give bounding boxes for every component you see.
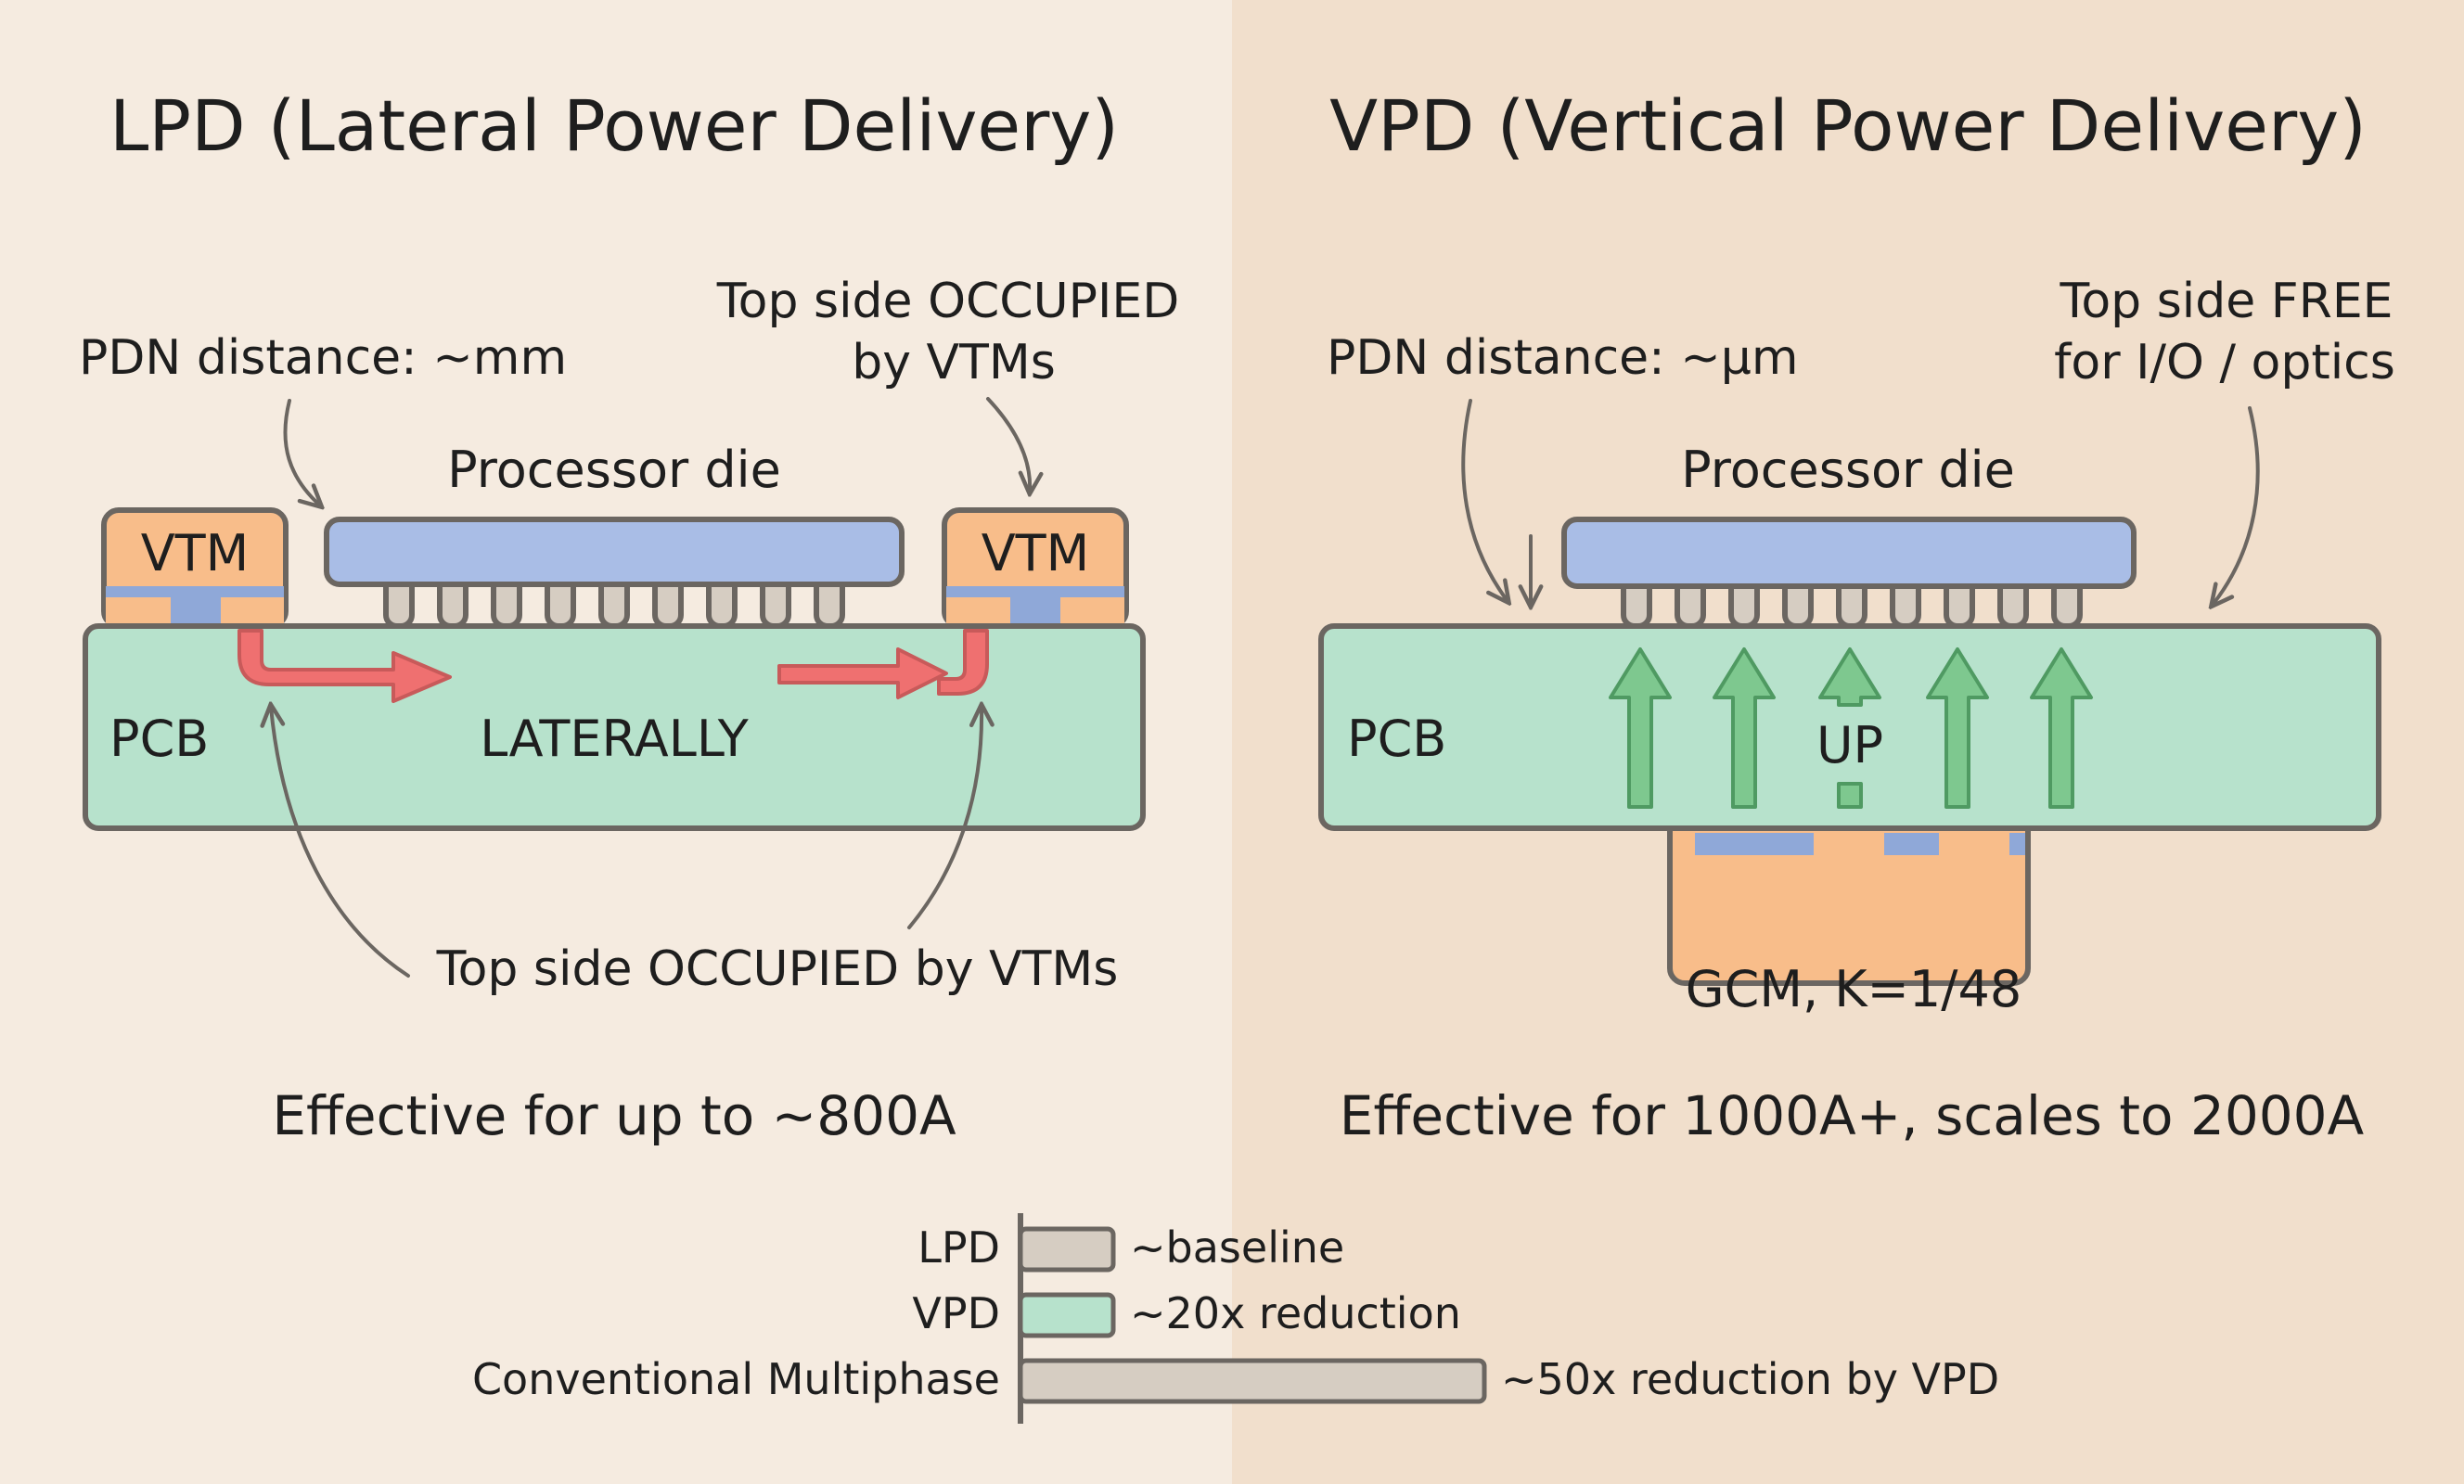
vpd-pdn-distance: PDN distance: ~μm bbox=[1327, 330, 1799, 386]
lpd-vtm-right-label: VTM bbox=[982, 524, 1090, 582]
bar-category-label: LPD bbox=[918, 1222, 1000, 1273]
vpd-title: VPD (Vertical Power Delivery) bbox=[1329, 84, 2367, 167]
lpd-bottom-note-arrow-left bbox=[271, 707, 410, 978]
lpd-vtm-left: VTM bbox=[101, 507, 289, 629]
vpd-top-note-line1: Top side FREE bbox=[2059, 274, 2393, 329]
vpd-pcb-label: PCB bbox=[1347, 710, 1446, 768]
up-arrow bbox=[1926, 647, 1989, 809]
bar-lpd bbox=[1018, 1226, 1116, 1273]
vpd-top-note-line2: for I/O / optics bbox=[2054, 335, 2395, 390]
lpd-vtm-left-label: VTM bbox=[141, 524, 250, 582]
lpd-lateral-arrow-right bbox=[777, 647, 948, 699]
up-arrow bbox=[1609, 647, 1672, 809]
vpd-top-note-pointer-arrow bbox=[2213, 406, 2260, 605]
lpd-lateral-arrow-right-bend bbox=[937, 629, 989, 696]
lpd-bottom-note-arrow-right bbox=[907, 707, 982, 929]
lpd-top-note-pointer-arrow bbox=[986, 397, 1030, 492]
vpd-pdn-pointer-arrow bbox=[1461, 399, 1508, 601]
vpd-processor-label: Processor die bbox=[1681, 441, 2015, 499]
lpd-pdn-distance: PDN distance: ~mm bbox=[79, 330, 567, 386]
lpd-lateral-arrow-left bbox=[237, 629, 452, 703]
up-arrow bbox=[2030, 647, 2093, 809]
up-arrow-stem-segment bbox=[1837, 782, 1863, 809]
lpd-title: LPD (Lateral Power Delivery) bbox=[109, 84, 1119, 167]
vpd-gcm-label: GCM, K=1/48 bbox=[1686, 960, 2021, 1018]
lpd-processor-die bbox=[324, 517, 905, 587]
vpd-processor-die bbox=[1561, 517, 2137, 589]
up-arrow bbox=[1818, 647, 1881, 707]
vpd-gcm bbox=[1667, 795, 2031, 986]
vpd-flow-label: UP bbox=[1816, 716, 1883, 774]
lpd-processor-label: Processor die bbox=[447, 441, 781, 499]
lpd-pcb-label: PCB bbox=[109, 710, 209, 768]
lpd-effective: Effective for up to ~800A bbox=[272, 1084, 956, 1147]
up-arrow bbox=[1713, 647, 1776, 809]
bar-annotation-label: ~50x reduction by VPD bbox=[1501, 1354, 1999, 1404]
lpd-bottom-note: Top side OCCUPIED by VTMs bbox=[436, 941, 1119, 997]
bar-category-label: Conventional Multiphase bbox=[472, 1354, 1000, 1404]
bar-annotation-label: ~20x reduction bbox=[1130, 1288, 1461, 1338]
vpd-effective: Effective for 1000A+, scales to 2000A bbox=[1340, 1084, 2365, 1147]
bar-category-label: VPD bbox=[912, 1288, 1000, 1338]
vpd-up-arrows bbox=[1609, 647, 2093, 809]
lpd-pdn-pointer-arrow bbox=[283, 399, 320, 505]
bar-vpd bbox=[1018, 1292, 1116, 1338]
lpd-top-note-line1: Top side OCCUPIED bbox=[716, 274, 1180, 329]
lpd-top-note-line2: by VTMs bbox=[852, 335, 1056, 390]
bar-annotation-label: ~baseline bbox=[1130, 1222, 1344, 1273]
lpd-flow-label: LATERALLY bbox=[480, 710, 749, 768]
bar-conventional-multiphase bbox=[1018, 1358, 1487, 1404]
lpd-vtm-right: VTM bbox=[942, 507, 1129, 629]
